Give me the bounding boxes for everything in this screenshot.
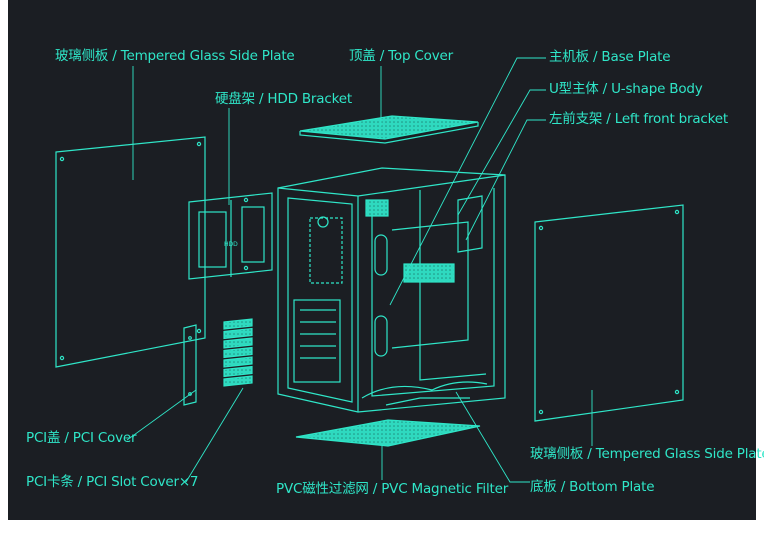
label-pci-slot-cover: PCI卡条 / PCI Slot Cover×7 [26,474,199,490]
glass-side-plate-left [55,136,206,368]
hdd-marking: HDD [224,241,238,248]
pci-slot-cover [223,327,253,340]
leader-lines [126,57,593,483]
label-base-plate: 主机板 / Base Plate [549,49,671,65]
pvc-magnetic-filter [295,419,481,447]
label-hdd-bracket: 硬盘架 / HDD Bracket [215,91,352,107]
base-plate [391,221,469,349]
label-glass-side-plate-left: 玻璃侧板 / Tempered Glass Side Plate [55,48,295,64]
label-pvc-magnetic-filter: PVC磁性过滤网 / PVC Magnetic Filter [276,481,509,497]
chassis-u-body [277,167,506,413]
pci-slot-cover [223,318,253,330]
label-glass-side-plate-right: 玻璃侧板 / Tempered Glass Side Plate [530,446,764,462]
label-top-cover: 顶盖 / Top Cover [349,48,453,64]
pci-slot-cover [223,356,253,368]
top-cover [299,115,479,144]
glass-side-plate-right [534,204,684,422]
pci-cover [183,324,197,406]
label-u-shape-body: U型主体 / U-shape Body [549,81,703,97]
label-pci-cover: PCI盖 / PCI Cover [26,430,137,446]
hdd-bracket [188,192,273,280]
pci-slot-cover [223,337,253,349]
pci-slot-cover [223,346,253,359]
pci-slot-covers [223,318,253,387]
label-left-front-bracket: 左前支架 / Left front bracket [549,111,728,127]
pci-slot-cover [223,365,253,378]
pci-slot-cover [223,375,253,387]
label-bottom-plate: 底板 / Bottom Plate [530,479,655,495]
